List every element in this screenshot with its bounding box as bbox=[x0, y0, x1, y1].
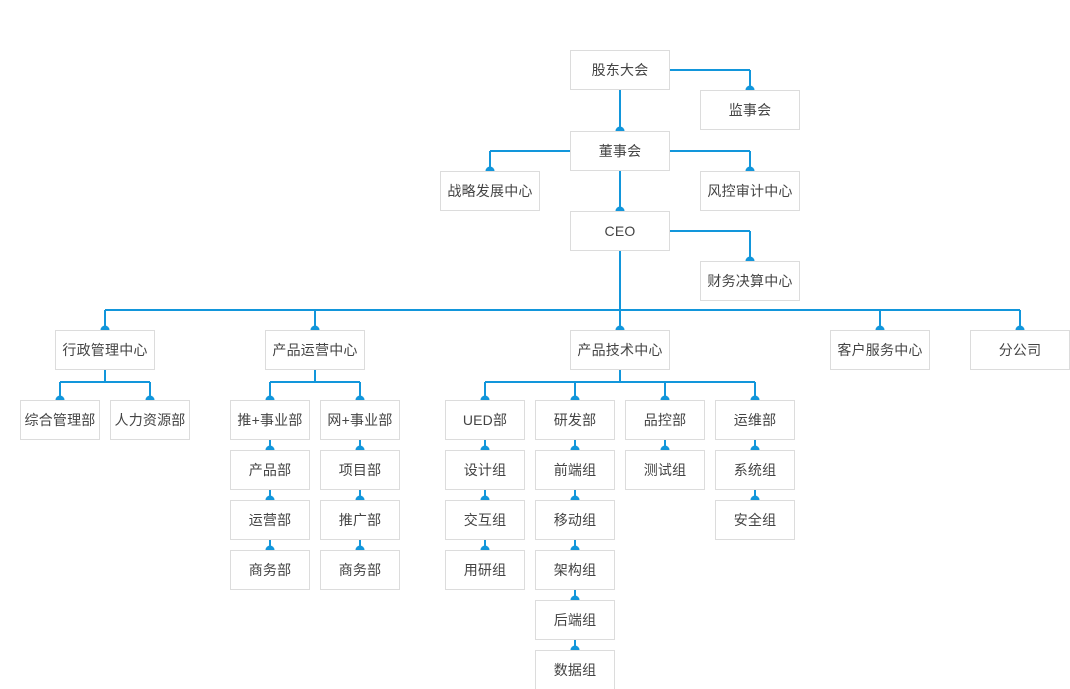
org-node-label: 架构组 bbox=[553, 562, 597, 578]
org-node-c2[interactable]: 产品运营中心 bbox=[265, 330, 365, 370]
org-node-label: 财务决算中心 bbox=[707, 273, 793, 289]
org-node-label: 移动组 bbox=[553, 512, 597, 528]
org-node-label: 客户服务中心 bbox=[837, 342, 923, 358]
org-node-f3[interactable]: 移动组 bbox=[535, 500, 615, 540]
org-node-label: 交互组 bbox=[463, 512, 507, 528]
org-node-label: 数据组 bbox=[553, 662, 597, 678]
org-node-n7[interactable]: 财务决算中心 bbox=[700, 261, 800, 301]
org-node-g2[interactable]: 测试组 bbox=[625, 450, 705, 490]
org-node-c4[interactable]: 客户服务中心 bbox=[830, 330, 930, 370]
org-node-label: 品控部 bbox=[643, 412, 687, 428]
org-node-e4[interactable]: 用研组 bbox=[445, 550, 525, 590]
org-node-n1[interactable]: 股东大会 bbox=[570, 50, 670, 90]
org-node-label: 产品技术中心 bbox=[577, 342, 663, 358]
org-node-f1[interactable]: 研发部 bbox=[535, 400, 615, 440]
org-node-label: 前端组 bbox=[553, 462, 597, 478]
org-node-label: 人力资源部 bbox=[114, 412, 186, 428]
org-node-a1[interactable]: 综合管理部 bbox=[20, 400, 100, 440]
org-node-label: 推广部 bbox=[338, 512, 382, 528]
org-node-f5[interactable]: 后端组 bbox=[535, 600, 615, 640]
org-node-c1[interactable]: 行政管理中心 bbox=[55, 330, 155, 370]
org-node-label: 项目部 bbox=[338, 462, 382, 478]
org-node-label: 行政管理中心 bbox=[62, 342, 148, 358]
org-node-d3[interactable]: 推广部 bbox=[320, 500, 400, 540]
org-node-label: 风控审计中心 bbox=[707, 183, 793, 199]
org-node-e3[interactable]: 交互组 bbox=[445, 500, 525, 540]
org-node-label: 用研组 bbox=[463, 562, 507, 578]
org-node-e1[interactable]: UED部 bbox=[445, 400, 525, 440]
org-node-f4[interactable]: 架构组 bbox=[535, 550, 615, 590]
org-node-e2[interactable]: 设计组 bbox=[445, 450, 525, 490]
org-node-label: 测试组 bbox=[643, 462, 687, 478]
org-node-label: 网+事业部 bbox=[327, 412, 393, 428]
org-node-label: CEO bbox=[604, 223, 636, 239]
org-node-d2[interactable]: 项目部 bbox=[320, 450, 400, 490]
org-node-label: 推+事业部 bbox=[237, 412, 303, 428]
org-node-label: 综合管理部 bbox=[24, 412, 96, 428]
org-node-n6[interactable]: CEO bbox=[570, 211, 670, 251]
org-node-b1[interactable]: 推+事业部 bbox=[230, 400, 310, 440]
org-node-label: 运营部 bbox=[248, 512, 292, 528]
org-node-c3[interactable]: 产品技术中心 bbox=[570, 330, 670, 370]
org-node-h3[interactable]: 安全组 bbox=[715, 500, 795, 540]
org-node-label: 董事会 bbox=[598, 143, 642, 159]
org-node-n3[interactable]: 董事会 bbox=[570, 131, 670, 171]
org-node-h1[interactable]: 运维部 bbox=[715, 400, 795, 440]
org-node-label: UED部 bbox=[462, 412, 508, 428]
org-node-label: 设计组 bbox=[463, 462, 507, 478]
org-node-g1[interactable]: 品控部 bbox=[625, 400, 705, 440]
org-node-label: 研发部 bbox=[553, 412, 597, 428]
org-node-b4[interactable]: 商务部 bbox=[230, 550, 310, 590]
org-node-label: 运维部 bbox=[733, 412, 777, 428]
org-node-label: 系统组 bbox=[733, 462, 777, 478]
org-node-f6[interactable]: 数据组 bbox=[535, 650, 615, 689]
org-node-label: 监事会 bbox=[728, 102, 772, 118]
org-node-b3[interactable]: 运营部 bbox=[230, 500, 310, 540]
org-node-n5[interactable]: 风控审计中心 bbox=[700, 171, 800, 211]
org-node-label: 商务部 bbox=[338, 562, 382, 578]
org-node-label: 产品部 bbox=[248, 462, 292, 478]
org-node-label: 商务部 bbox=[248, 562, 292, 578]
org-node-label: 战略发展中心 bbox=[447, 183, 533, 199]
org-node-label: 安全组 bbox=[733, 512, 777, 528]
org-node-f2[interactable]: 前端组 bbox=[535, 450, 615, 490]
org-node-label: 股东大会 bbox=[591, 62, 649, 78]
org-node-a2[interactable]: 人力资源部 bbox=[110, 400, 190, 440]
org-node-d4[interactable]: 商务部 bbox=[320, 550, 400, 590]
org-node-n4[interactable]: 战略发展中心 bbox=[440, 171, 540, 211]
org-node-b2[interactable]: 产品部 bbox=[230, 450, 310, 490]
org-node-label: 分公司 bbox=[998, 342, 1042, 358]
org-node-c5[interactable]: 分公司 bbox=[970, 330, 1070, 370]
org-node-label: 产品运营中心 bbox=[272, 342, 358, 358]
org-node-n2[interactable]: 监事会 bbox=[700, 90, 800, 130]
org-node-d1[interactable]: 网+事业部 bbox=[320, 400, 400, 440]
org-node-h2[interactable]: 系统组 bbox=[715, 450, 795, 490]
org-node-label: 后端组 bbox=[553, 612, 597, 628]
